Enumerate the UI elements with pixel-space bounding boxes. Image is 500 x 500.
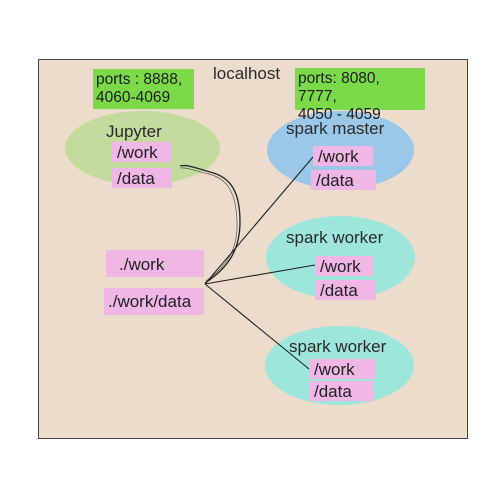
link-to-jupyter-shadow: [180, 167, 238, 282]
jupyter-ports-note: ports : 8888, 4060-4069: [93, 69, 194, 109]
link-to-spark-worker-1: [204, 264, 316, 285]
spark-master-ports-note: ports: 8080, 7777, 4050 - 4059: [295, 68, 425, 123]
spark-worker-1-data-mount: /data: [315, 280, 376, 300]
jupyter-ports-line-1: ports : 8888,: [96, 71, 183, 88]
spark-master-data-mount: /data: [311, 170, 376, 190]
spark-master-ports-line-2: 4050 - 4059: [298, 106, 381, 123]
link-to-spark-master: [204, 156, 314, 285]
link-to-spark-worker-2: [204, 283, 310, 370]
spark-worker-2-work-mount: /work: [309, 359, 376, 379]
localhost-label: localhost: [213, 64, 281, 83]
jupyter-data-mount: /data: [112, 168, 172, 188]
spark-worker-2-title: spark worker: [289, 337, 387, 356]
link-to-jupyter: [179, 164, 241, 284]
jupyter-title: Jupyter: [106, 122, 162, 141]
spark-worker-1-title: spark worker: [286, 228, 384, 247]
local-work-dir: ./work: [106, 250, 204, 277]
spark-master-work-mount: /work: [313, 146, 373, 166]
jupyter-ports-line-2: 4060-4069: [96, 89, 171, 106]
local-work-data-dir: ./work/data: [104, 288, 204, 315]
spark-master-title: spark master: [286, 119, 385, 138]
spark-master-ports-line-1: ports: 8080, 7777,: [298, 70, 380, 105]
jupyter-work-mount: /work: [112, 142, 172, 162]
spark-worker-2-data-mount: /data: [309, 381, 374, 401]
spark-worker-1-work-mount: /work: [315, 256, 373, 276]
